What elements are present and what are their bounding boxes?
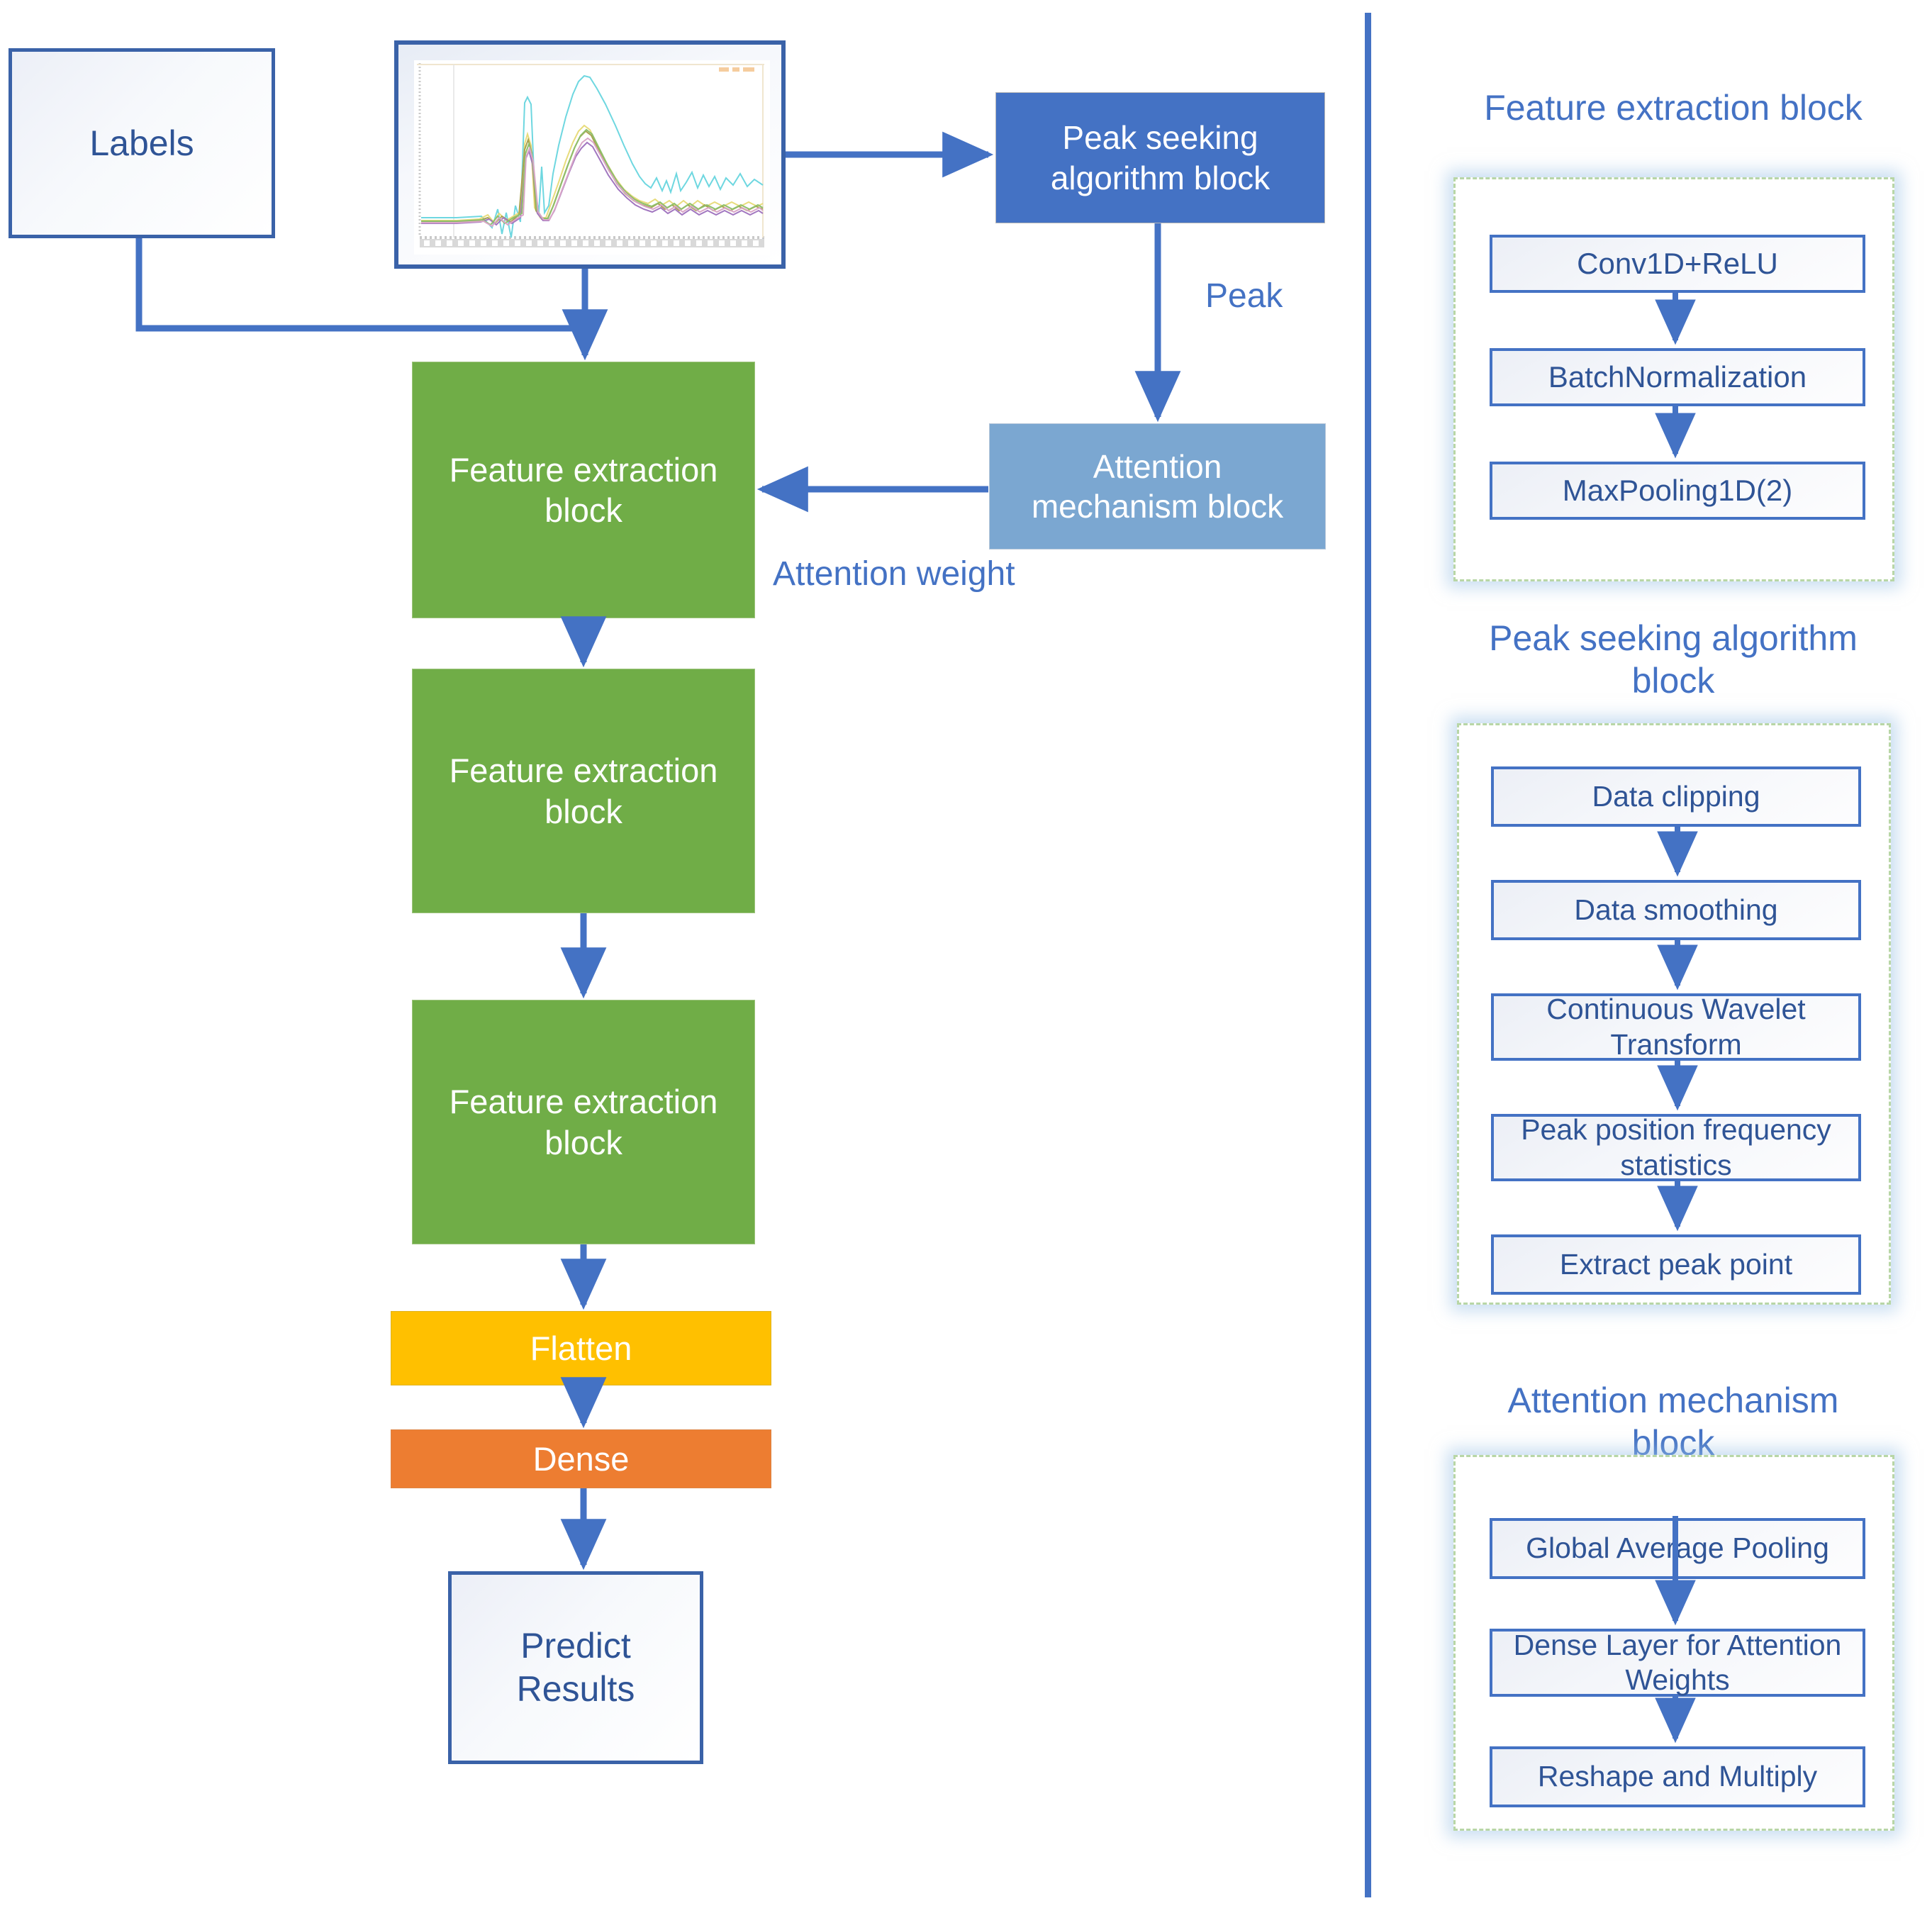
step-global-average-pooling: Global Average Pooling bbox=[1490, 1518, 1865, 1579]
panel-peak-seeking-block: Data clipping Data smoothing Continuous … bbox=[1457, 723, 1891, 1305]
panel-title-attention-mechanism: Attention mechanism block bbox=[1507, 1381, 1839, 1463]
step-data-smoothing: Data smoothing bbox=[1491, 880, 1861, 940]
panel-attention-mechanism-block: Global Average Pooling Dense Layer for A… bbox=[1453, 1455, 1894, 1831]
feb1-line2: block bbox=[545, 491, 622, 529]
step-peak-position-frequency-statistics: Peak position frequency statistics bbox=[1491, 1113, 1861, 1181]
feature-extraction-block-1: Feature extraction block bbox=[412, 362, 755, 618]
step-continuous-wavelet-transform: Continuous Wavelet Transform bbox=[1491, 993, 1861, 1061]
feb3-line1: Feature extraction bbox=[449, 1083, 718, 1121]
peak-seeking-line2: algorithm block bbox=[1050, 159, 1271, 196]
step-extract-peak-point: Extract peak point bbox=[1491, 1234, 1861, 1295]
panel-title-feature-extraction: Feature extraction block bbox=[1484, 88, 1863, 128]
step-batchnormalization: BatchNormalization bbox=[1490, 348, 1865, 406]
feature-extraction-block-3: Feature extraction block bbox=[412, 1000, 755, 1244]
step-maxpooling1d: MaxPooling1D(2) bbox=[1490, 462, 1865, 520]
feb2-line2: block bbox=[545, 792, 622, 830]
feb2-line1: Feature extraction bbox=[449, 752, 718, 790]
attention-mechanism-block: Attention mechanism block bbox=[989, 423, 1326, 550]
dense-block: Dense bbox=[391, 1429, 771, 1488]
panel-title-peak-seeking: Peak seeking algorithm block bbox=[1489, 618, 1858, 701]
peak-seeking-line1: Peak seeking bbox=[1062, 119, 1258, 157]
feature-extraction-block-2: Feature extraction block bbox=[412, 669, 755, 913]
edge-label-attention-weight: Attention weight bbox=[773, 555, 1015, 593]
peak-seeking-algorithm-block: Peak seeking algorithm block bbox=[995, 92, 1325, 223]
input-spectra-image bbox=[394, 40, 786, 269]
vertical-divider bbox=[1365, 13, 1371, 1897]
feb3-line2: block bbox=[545, 1123, 622, 1161]
step-reshape-and-multiply: Reshape and Multiply bbox=[1490, 1746, 1865, 1807]
labels-box-label: Labels bbox=[89, 123, 194, 163]
labels-box: Labels bbox=[9, 48, 275, 238]
predict-results-box: Predict Results bbox=[448, 1571, 703, 1764]
feb1-line1: Feature extraction bbox=[449, 450, 718, 489]
predict-line1: Predict bbox=[520, 1626, 631, 1666]
flatten-label: Flatten bbox=[530, 1329, 632, 1367]
spectra-plot bbox=[414, 60, 770, 255]
flatten-block: Flatten bbox=[391, 1311, 771, 1385]
edge-label-peak: Peak bbox=[1205, 277, 1283, 315]
step-dense-layer-for-attention-weights: Dense Layer for Attention Weights bbox=[1490, 1629, 1865, 1697]
panel-feature-extraction-block: Conv1D+ReLU BatchNormalization MaxPoolin… bbox=[1453, 177, 1894, 581]
attention-block-line1: Attention bbox=[1093, 447, 1222, 485]
attention-block-line2: mechanism block bbox=[1031, 488, 1284, 525]
dense-label: Dense bbox=[532, 1439, 630, 1478]
step-data-clipping: Data clipping bbox=[1491, 766, 1861, 827]
predict-line2: Results bbox=[516, 1669, 635, 1709]
step-conv1d-relu: Conv1D+ReLU bbox=[1490, 235, 1865, 293]
